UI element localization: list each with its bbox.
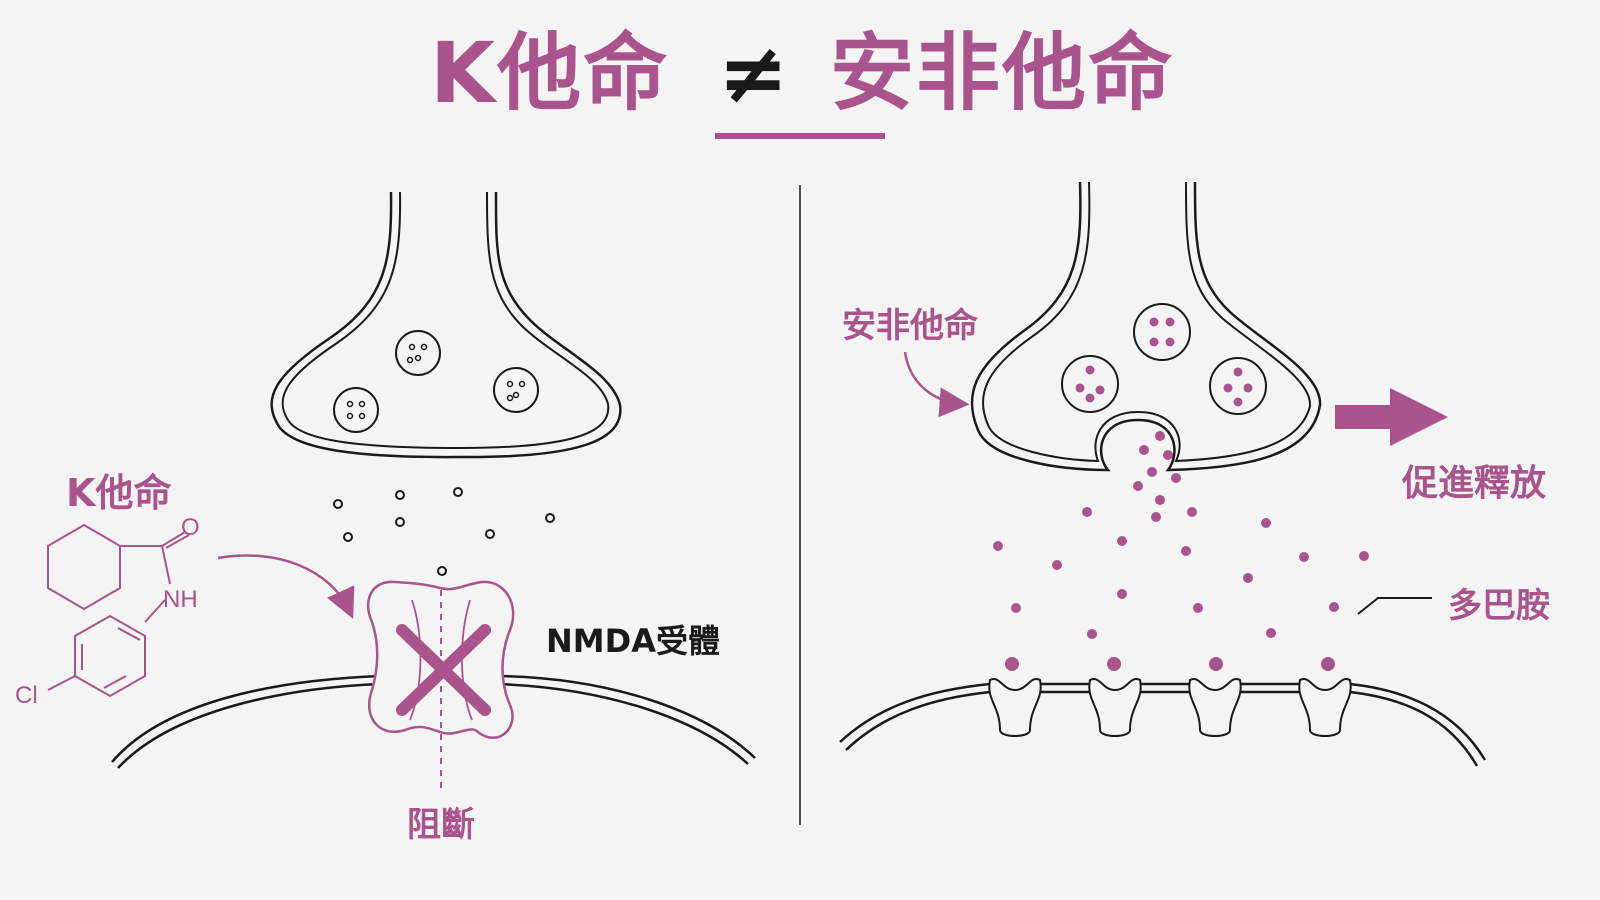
dopamine-label-leader — [1357, 597, 1432, 615]
left-neurotransmitters — [333, 487, 555, 576]
dopamine-receptors — [988, 678, 1352, 737]
ketamine-arrow — [217, 554, 355, 619]
amphetamine-arrow — [903, 351, 970, 418]
release-label: 促進釋放 — [1402, 463, 1547, 504]
ketamine-structure — [47, 523, 190, 698]
amphetamine-label: 安非他命 — [842, 306, 978, 346]
dopamine-molecules — [993, 431, 1369, 671]
block-label: 阻斷 — [407, 805, 475, 845]
right-postsynaptic-membrane — [839, 682, 1487, 767]
oxygen-atom-label: O — [181, 514, 200, 541]
title-underline — [715, 133, 885, 139]
release-arrow — [1335, 388, 1448, 446]
left-vesicle-contents — [346, 343, 526, 420]
nmda-receptor-label: NMDA受體 — [546, 622, 720, 660]
title-amphetamine: 安非他命 — [830, 24, 1175, 122]
nmda-receptor — [366, 580, 515, 790]
right-presynaptic-terminal — [970, 181, 1322, 472]
title-not-equal-symbol: ≠ — [718, 24, 789, 122]
right-vesicle — [1061, 303, 1267, 415]
dopamine-label: 多巴胺 — [1448, 586, 1550, 626]
left-vesicle — [333, 330, 539, 433]
ketamine-label: K他命 — [66, 471, 172, 515]
amine-label: NH — [163, 586, 198, 613]
left-presynaptic-terminal — [270, 191, 622, 459]
title-bar: K他命 ≠ 安非他命 — [0, 18, 1600, 128]
right-vesicle-contents — [1075, 317, 1253, 407]
title-ketamine: K他命 — [430, 24, 670, 122]
left-postsynaptic-membrane — [111, 674, 756, 769]
chlorine-atom-label: Cl — [15, 682, 38, 709]
